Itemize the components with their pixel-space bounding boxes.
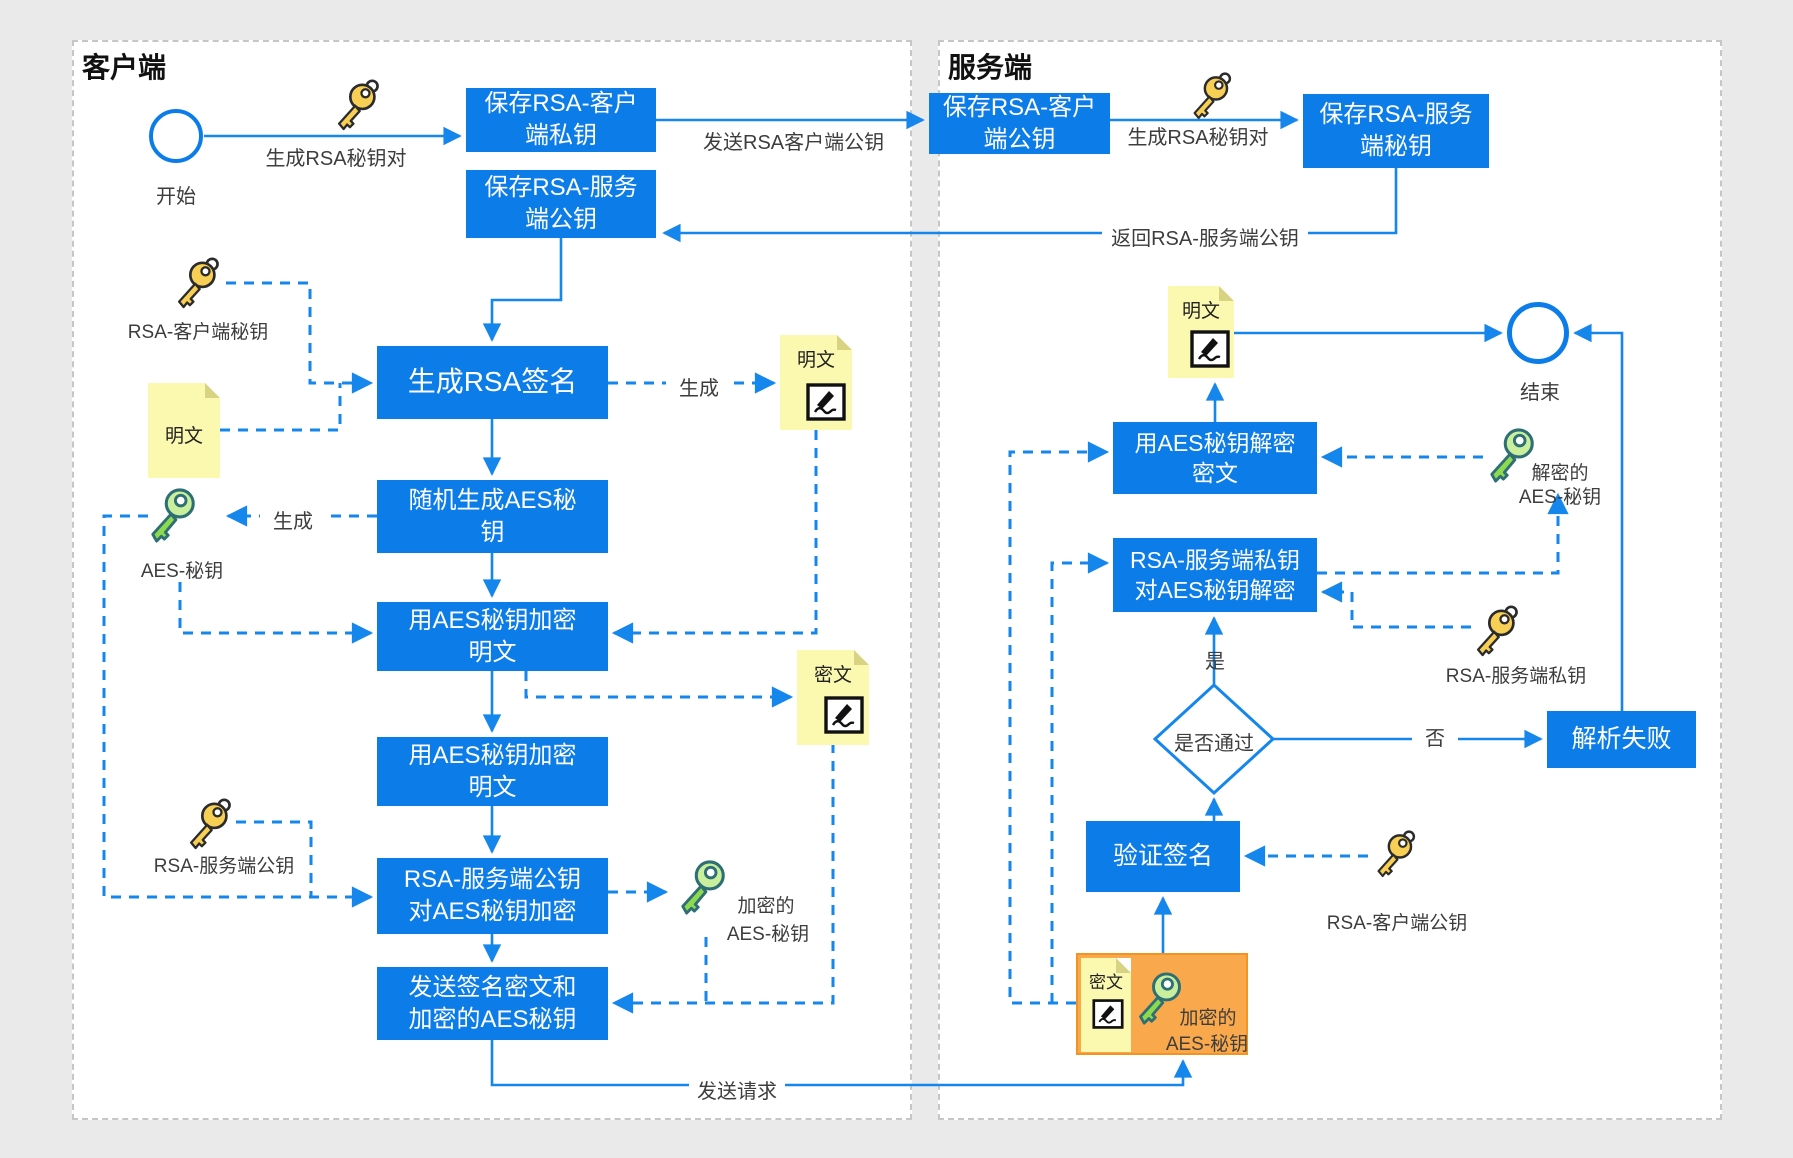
box-aes-encrypt-1[interactable]: 用AES秘钥加密 明文 xyxy=(377,602,608,671)
gen-signature-label: 生成 xyxy=(666,372,732,401)
key-server-private-label: RSA-服务端私钥 xyxy=(1445,666,1587,687)
server-panel-title: 服务端 xyxy=(948,52,1033,83)
group-key-label-2: AES-秘钥 xyxy=(1165,1034,1249,1055)
start-label: 开始 xyxy=(156,186,196,208)
flow-save-public-to-sign xyxy=(482,238,563,342)
flow-return-server-public xyxy=(662,168,1398,243)
key-aes-label: AES-秘钥 xyxy=(140,561,224,582)
gen-rsa-pair-label: 生成RSA秘钥对 xyxy=(265,148,407,170)
flow-send-request xyxy=(490,1040,1193,1087)
key-icon xyxy=(332,76,382,132)
end-node xyxy=(1507,302,1569,364)
note-fold xyxy=(1219,286,1234,301)
yes-label: 是 xyxy=(1205,651,1225,673)
server-gen-rsa-pair-label: 生成RSA秘钥对 xyxy=(1127,127,1269,149)
box-verify-signature[interactable]: 验证签名 xyxy=(1086,821,1240,892)
key-decrypted-aes-label-1: 解密的 xyxy=(1531,463,1589,484)
box-send-payload[interactable]: 发送签名密文和 加密的AES秘钥 xyxy=(377,967,608,1040)
dep-serverpriv-to-rsadec xyxy=(1320,581,1471,629)
dep-signed-to-enc1 xyxy=(611,430,818,644)
send-client-public-label: 发送RSA客户端公钥 xyxy=(703,132,885,154)
key-icon xyxy=(1188,68,1234,122)
dep-clientkey-to-sign xyxy=(226,281,374,394)
key-server-public-label: RSA-服务端公钥 xyxy=(153,856,295,877)
start-node xyxy=(149,109,203,163)
server-panel xyxy=(938,40,1722,1120)
box-rsa-encrypt-aes[interactable]: RSA-服务端公钥 对AES秘钥加密 xyxy=(377,858,608,934)
key-encrypted-aes-label-1: 加密的 xyxy=(737,896,795,917)
key-client-secret-label: RSA-客户端秘钥 xyxy=(127,322,269,343)
note-plaintext[interactable]: 明文 xyxy=(148,383,220,478)
end-label: 结束 xyxy=(1520,382,1560,404)
dep-plain-to-sign xyxy=(220,383,342,432)
key-icon xyxy=(1471,601,1521,659)
received-payload-group[interactable]: 密文 加密的 AES-秘钥 xyxy=(1076,953,1248,1055)
box-aes-encrypt-2[interactable]: 用AES秘钥加密 明文 xyxy=(377,737,608,806)
box-save-server-public[interactable]: 保存RSA-服务 端公钥 xyxy=(466,170,656,238)
box-save-client-public[interactable]: 保存RSA-客户 端公钥 xyxy=(929,93,1110,154)
dep-group-to-aesdec xyxy=(1008,441,1110,1005)
flow-fail-to-end xyxy=(1573,323,1624,711)
note-fold xyxy=(854,650,869,665)
dep-aeskey-to-enc1 xyxy=(178,582,374,644)
note-fold xyxy=(205,383,220,398)
box-aes-decrypt[interactable]: 用AES秘钥解密 密文 xyxy=(1113,422,1317,494)
key-icon xyxy=(184,794,234,852)
dep-rsadec-to-deckey xyxy=(1317,492,1569,575)
client-panel-title: 客户端 xyxy=(82,52,167,83)
key-encrypted-aes-label-2: AES-秘钥 xyxy=(726,924,810,945)
dep-serverpub-join xyxy=(236,820,313,897)
note-fold xyxy=(1116,958,1131,973)
box-save-server-secret[interactable]: 保存RSA-服务 端秘钥 xyxy=(1303,94,1489,168)
send-request-label: 发送请求 xyxy=(689,1075,785,1104)
box-rsa-decrypt-aes[interactable]: RSA-服务端私钥 对AES秘钥解密 xyxy=(1113,538,1317,612)
dep-aeskey-to-rsaenc xyxy=(102,514,374,908)
key-icon xyxy=(146,486,200,546)
box-save-client-private[interactable]: 保存RSA-客户 端私钥 xyxy=(466,88,656,152)
gen-aes-label: 生成 xyxy=(260,505,326,534)
return-server-public-label: 返回RSA-服务端公钥 xyxy=(1102,222,1308,251)
signature-icon xyxy=(1092,999,1124,1029)
box-parse-failed[interactable]: 解析失败 xyxy=(1547,711,1696,768)
signature-icon xyxy=(1190,330,1230,368)
key-decrypted-aes-label-2: AES-秘钥 xyxy=(1518,487,1602,508)
group-key-label-1: 加密的 xyxy=(1179,1008,1237,1029)
key-icon xyxy=(172,253,222,311)
signature-icon xyxy=(806,383,846,421)
diamond-label[interactable]: 是否通过 xyxy=(1174,733,1254,755)
box-generate-aes-key[interactable]: 随机生成AES秘 钥 xyxy=(377,480,608,553)
decision-diamond xyxy=(1152,682,1276,796)
key-client-public-label: RSA-客户端公钥 xyxy=(1326,913,1468,934)
dep-group-to-rsadec xyxy=(1050,552,1110,1003)
dep-enc1-to-cipher xyxy=(524,671,794,708)
key-icon xyxy=(1372,826,1418,880)
box-generate-rsa-signature[interactable]: 生成RSA签名 xyxy=(377,346,608,419)
note-fold xyxy=(837,335,852,350)
no-label: 否 xyxy=(1412,722,1458,751)
dep-cipher-to-send xyxy=(611,743,835,1014)
signature-icon xyxy=(824,696,864,734)
